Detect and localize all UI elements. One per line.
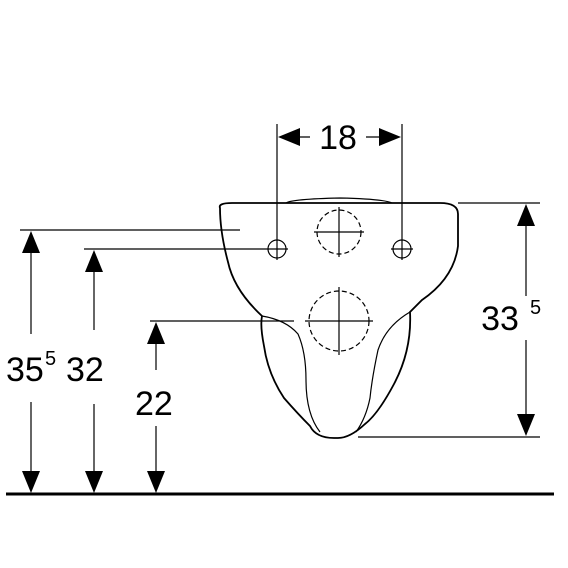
water-inlet-circle: [314, 207, 364, 257]
label-hole-spacing: 18: [319, 119, 357, 157]
arrow-up-32: [85, 250, 103, 272]
dimension-total-height: 35 5: [6, 229, 240, 493]
arrow-down-355: [22, 471, 40, 493]
arrow-down-22: [147, 471, 165, 493]
label-bowl-height-sup: 5: [530, 297, 541, 319]
label-bowl-height: 33: [481, 300, 519, 338]
dimension-fixing-height: 32: [66, 248, 266, 493]
dimension-bowl-height: 33 5: [358, 202, 541, 438]
toilet-bowl-outline: [218, 197, 459, 439]
arrow-up-22: [147, 322, 165, 344]
arrow-left-18: [278, 128, 300, 146]
outlet-circle: [305, 287, 373, 355]
arrow-up-335: [517, 204, 535, 226]
arrow-down-335: [517, 414, 535, 436]
dimension-hole-spacing: 18: [276, 119, 403, 238]
label-outlet-height: 22: [135, 385, 173, 423]
right-fixing-hole: [391, 238, 413, 260]
arrow-up-355: [22, 231, 40, 253]
left-fixing-hole: [266, 238, 288, 260]
label-total-height-sup: 5: [45, 348, 56, 370]
dimension-outlet-height: 22: [135, 320, 294, 493]
label-fixing-height: 32: [66, 351, 104, 389]
arrow-down-32: [85, 471, 103, 493]
label-total-height: 35: [6, 351, 44, 389]
arrow-right-18: [379, 128, 401, 146]
